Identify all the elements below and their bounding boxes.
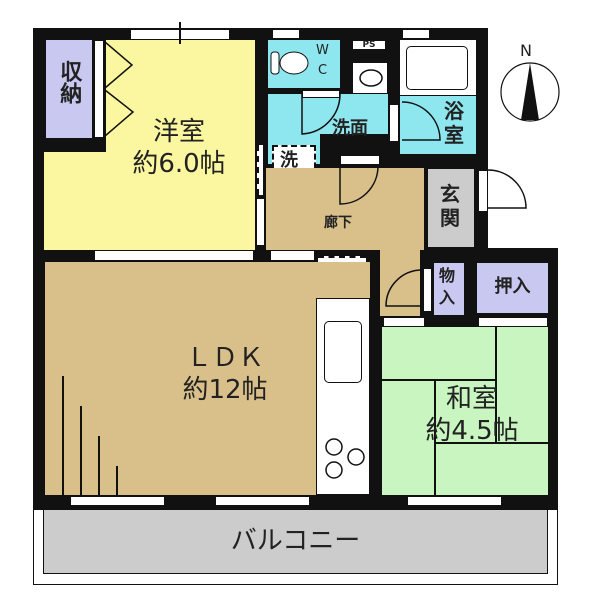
- ldk-window-bottom-2[interactable]: [215, 496, 310, 506]
- ldk-size: 約12帖: [182, 375, 268, 405]
- closet-label: 押入: [494, 276, 531, 297]
- window-mullion: [179, 22, 181, 44]
- bathtub-area: [400, 40, 476, 95]
- hallway-door-swing-icon: [339, 164, 379, 205]
- entrance-line1: 玄: [440, 182, 460, 206]
- room-western: 洋室 約6.0帖: [44, 40, 255, 250]
- western-door-side[interactable]: [256, 198, 265, 246]
- closet-small-line2: 入: [439, 288, 456, 307]
- ldk-door-top[interactable]: [270, 250, 315, 261]
- step-line-1: [62, 376, 64, 496]
- outer-wall-right: [420, 248, 558, 263]
- room-japanese: 和室 約4.5帖: [382, 327, 548, 495]
- room-washroom: [268, 94, 388, 134]
- ldk-window-top[interactable]: [94, 250, 254, 261]
- ps-box: PS: [352, 40, 386, 50]
- compass: N: [500, 41, 560, 122]
- step-line-4: [116, 466, 118, 496]
- tatami-line-v2: [434, 380, 436, 495]
- wc-window[interactable]: [272, 29, 300, 39]
- entrance-door-swing-icon: [488, 169, 527, 209]
- japanese-size: 約4.5帖: [425, 416, 519, 446]
- japanese-name: 和室: [445, 384, 498, 414]
- hallway-door-top[interactable]: [340, 155, 380, 165]
- room-closet: 押入: [477, 263, 548, 313]
- bathtub-icon: [406, 46, 468, 90]
- entrance-door[interactable]: [478, 170, 488, 212]
- room-bath: 浴 室: [400, 96, 476, 154]
- step-line-2: [80, 406, 82, 496]
- room-hallway: [266, 168, 424, 250]
- balcony-label: バルコニー: [230, 526, 361, 556]
- ps-label: PS: [362, 40, 376, 50]
- ldk-opening-dashed: [318, 256, 366, 262]
- hallway-label: 廊下: [324, 215, 352, 231]
- bath-line2: 室: [444, 123, 464, 147]
- balcony: バルコニー: [43, 509, 548, 574]
- washer-label: 洗: [280, 150, 298, 171]
- step-line-3: [98, 436, 100, 496]
- toilet-icon: [270, 51, 309, 75]
- kitchen-counter: [316, 298, 370, 495]
- washroom-door[interactable]: [302, 90, 340, 98]
- storage-left-label: 収納: [56, 60, 82, 104]
- room-wc: W C: [268, 40, 340, 88]
- western-door-dashed: [257, 145, 263, 195]
- closet-small-door-swing-icon: [385, 269, 423, 307]
- ldk-window-bottom-1[interactable]: [70, 496, 165, 506]
- stove-burners-icon: [325, 438, 365, 479]
- room-storage-left: 収納: [46, 40, 92, 138]
- compass-label: N: [520, 41, 532, 60]
- washroom-label: 洗面: [332, 118, 368, 139]
- entrance-line2: 関: [440, 206, 460, 230]
- bath-window[interactable]: [402, 29, 430, 39]
- bath-door-swing-icon: [401, 101, 441, 141]
- bath-door[interactable]: [389, 104, 399, 142]
- sink-icon: [359, 69, 383, 87]
- room-entrance: 玄 関: [427, 168, 475, 248]
- closet-small-line1: 物: [439, 266, 456, 285]
- north-arrow-icon: [500, 62, 560, 122]
- western-name: 洋室: [152, 117, 205, 147]
- ldk-name: ＬＤＫ: [185, 343, 264, 373]
- washbasin-counter: [352, 62, 388, 94]
- tatami-line-h2: [434, 442, 548, 444]
- wc-w: W: [316, 43, 329, 58]
- kitchen-sink-icon: [324, 321, 362, 383]
- room-closet-small: 物 入: [434, 263, 464, 315]
- japanese-window-bottom[interactable]: [407, 496, 502, 506]
- tatami-line-v1: [495, 327, 497, 443]
- closet-door-swing-icon: [105, 41, 135, 137]
- washroom-door-swing-icon: [301, 93, 341, 135]
- western-size: 約6.0帖: [132, 149, 226, 179]
- closet-door[interactable]: [478, 317, 548, 327]
- bath-line1: 浴: [444, 99, 464, 123]
- storage-door[interactable]: [94, 40, 104, 138]
- tatami-line-h1: [382, 379, 496, 381]
- closet-small-door[interactable]: [423, 268, 432, 312]
- wc-c: C: [318, 63, 328, 78]
- japanese-door-top[interactable]: [383, 317, 425, 327]
